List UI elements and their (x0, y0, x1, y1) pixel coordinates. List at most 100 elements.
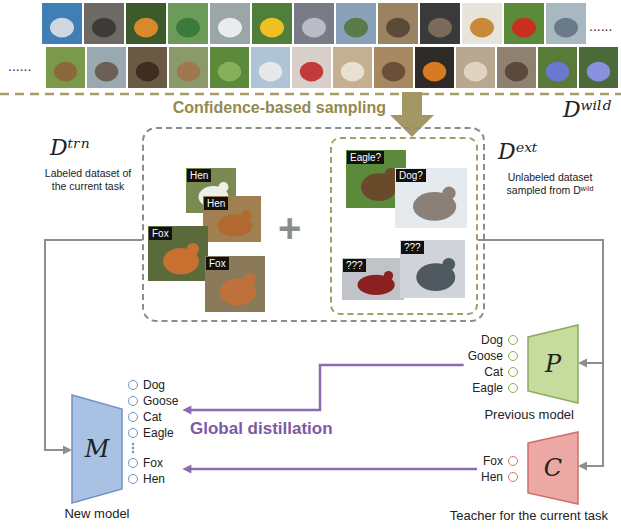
edge-label: Confidence-based sampling (173, 99, 386, 117)
sample-photo: Fox (205, 256, 265, 312)
photo-subject (554, 18, 578, 38)
output-row: Eagle (468, 380, 518, 396)
photo-tag: Eagle? (347, 151, 384, 164)
arrow-head (578, 462, 587, 471)
photo-ground (203, 196, 261, 242)
neuron-circle (128, 380, 138, 390)
output-row: Fox (481, 453, 518, 469)
photo-ground (342, 258, 404, 300)
photo-subject (442, 187, 455, 200)
output-row: Goose (468, 348, 518, 364)
plus-sign: + (278, 206, 301, 251)
sample-photo: Fox (148, 226, 208, 281)
photo-subject (587, 62, 610, 82)
ellipsis-mark: ...... (589, 18, 612, 34)
class-label: Dog (143, 377, 165, 393)
photo-tag: ??? (401, 241, 424, 254)
neuron-circle (508, 367, 518, 377)
neuron-circle (128, 412, 138, 422)
wild-photo (504, 3, 544, 44)
model-caption: Teacher for the current task (450, 508, 608, 523)
neuron-circle (508, 351, 518, 361)
class-label: Eagle (472, 380, 503, 396)
neuron-circle (508, 472, 518, 482)
photo-subject (134, 18, 158, 38)
photo-tag: Fox (206, 257, 229, 270)
output-row: Dog (128, 377, 178, 393)
photo-subject (218, 18, 242, 38)
wild-photo (456, 47, 495, 88)
photo-subject (423, 62, 446, 82)
class-label: Hen (481, 469, 503, 485)
model-caption: Previous model (484, 407, 574, 422)
arrow-head (182, 465, 191, 474)
neuron-circle (128, 428, 138, 438)
photo-subject (428, 18, 452, 38)
photo-subject (244, 273, 256, 285)
sample-photo: ??? (342, 258, 404, 300)
wild-photo (128, 47, 167, 88)
wild-photo (251, 47, 290, 88)
sample-photo: ??? (400, 240, 465, 298)
wild-photo (415, 47, 454, 88)
trapezoid-shape (528, 325, 578, 403)
photo-subject (442, 258, 455, 271)
connector (182, 465, 477, 474)
photo-subject (384, 271, 393, 280)
photo-ground (400, 240, 465, 298)
wild-photo (538, 47, 577, 88)
trapezoid-shape (528, 432, 578, 504)
output-row: Cat (468, 364, 518, 380)
dataset-symbol: Dʷⁱˡᵈ (563, 97, 611, 122)
wild-photo (252, 3, 292, 44)
wild-photo (378, 3, 418, 44)
photo-subject (218, 62, 241, 82)
class-label: Eagle (143, 425, 174, 441)
dataset-box: DᵗʳⁿLabeled dataset of the current taskH… (142, 127, 485, 322)
photo-ground (205, 256, 265, 312)
output-layer: DogGooseCatEagleFoxHen (124, 377, 182, 487)
neuron-circle (508, 383, 518, 393)
output-row: Goose (128, 393, 178, 409)
model-symbol: P (528, 349, 578, 379)
sample-photo: Hen (203, 196, 261, 242)
class-label: Cat (143, 409, 162, 425)
wild-photo (336, 3, 376, 44)
model-symbol: C (528, 453, 578, 483)
photo-subject (512, 18, 536, 38)
wild-photo (84, 3, 124, 44)
neuron-circle (128, 396, 138, 406)
class-label: Fox (143, 455, 163, 471)
photo-tag: Hen (187, 169, 211, 182)
output-layer: FoxHen (477, 453, 522, 485)
ellipsis-mark: ...... (8, 58, 31, 74)
output-row: Eagle (128, 425, 178, 441)
photo-subject (241, 210, 251, 220)
wild-photo (169, 47, 208, 88)
arrow-head (63, 446, 72, 455)
photo-ground (395, 168, 467, 228)
dataset-box: DᵉˣᵗUnlabeled dataset sampled from Dʷⁱˡᵈ… (330, 137, 478, 315)
photo-subject (136, 62, 159, 82)
neuron-circle (508, 335, 518, 345)
photo-subject (259, 62, 282, 82)
photo-subject (546, 62, 569, 82)
connector (182, 365, 463, 415)
photo-subject (54, 62, 77, 82)
photo-subject (505, 62, 528, 82)
photo-tag: ??? (343, 259, 366, 272)
photo-subject (176, 18, 200, 38)
wild-photo (292, 47, 331, 88)
ellipsis-dot (132, 447, 134, 449)
wild-photo (374, 47, 413, 88)
ellipsis-dot (132, 451, 134, 453)
wild-photo (546, 3, 586, 44)
arrow-head (578, 359, 587, 368)
wild-photo (579, 47, 618, 88)
connector-line (190, 365, 463, 410)
output-row: Cat (128, 409, 178, 425)
wild-photo (42, 3, 82, 44)
model-symbol: M (72, 434, 122, 464)
trapezoid-shape (72, 395, 122, 503)
photo-tag: Fox (149, 227, 172, 240)
